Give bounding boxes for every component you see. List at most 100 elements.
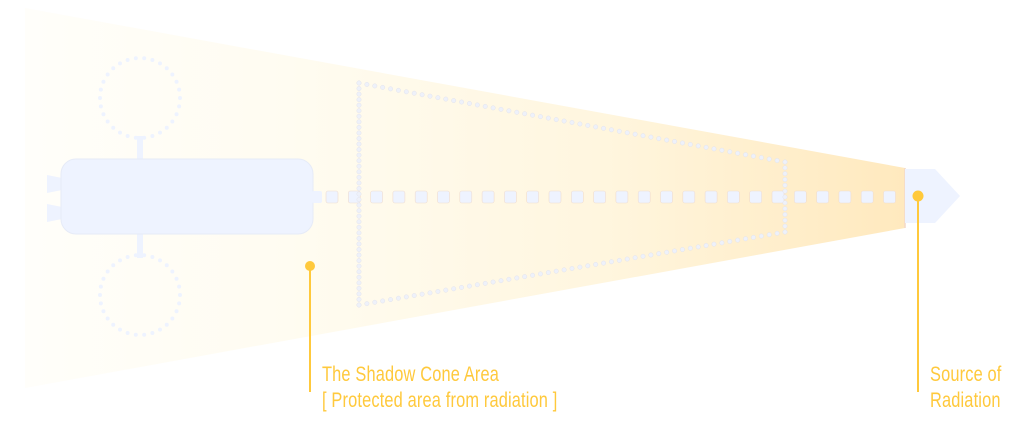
upper-radiator-strut bbox=[137, 136, 143, 161]
radiator-dot bbox=[98, 96, 102, 100]
radiator-dot bbox=[105, 119, 110, 124]
truss-square bbox=[570, 190, 584, 204]
shield-dot bbox=[782, 223, 788, 229]
truss-square bbox=[883, 190, 896, 204]
shield-dot bbox=[395, 295, 401, 301]
shield-dot bbox=[459, 99, 465, 105]
shield-dot bbox=[356, 252, 362, 258]
truss-square bbox=[548, 190, 562, 204]
radiator-dot bbox=[142, 56, 147, 61]
shield-dot bbox=[624, 256, 630, 262]
radiator-dot bbox=[150, 331, 155, 336]
shield-dot bbox=[569, 120, 575, 125]
shield-dot bbox=[506, 108, 512, 114]
shield-dot bbox=[490, 105, 496, 111]
shield-dot bbox=[766, 156, 772, 162]
shield-dot bbox=[356, 136, 362, 141]
truss-square bbox=[727, 190, 740, 204]
shield-dot bbox=[388, 86, 394, 92]
truss-square bbox=[615, 190, 629, 204]
radiator-dot bbox=[150, 57, 155, 62]
radiator-dot bbox=[164, 66, 169, 71]
radiation-source-title-line2: Radiation bbox=[930, 389, 1001, 412]
shield-dot bbox=[608, 127, 614, 133]
radiator-dot bbox=[118, 258, 122, 263]
shield-dot bbox=[782, 159, 788, 165]
shield-dot bbox=[774, 158, 780, 163]
shield-dot bbox=[427, 290, 433, 296]
shield-dot bbox=[530, 272, 536, 278]
shadow-cone-callout bbox=[305, 261, 315, 392]
radiator-dot bbox=[133, 135, 138, 140]
radiator-dot bbox=[170, 72, 175, 77]
radiator-dot bbox=[170, 316, 175, 321]
shield-dot bbox=[356, 158, 362, 164]
shield-dot bbox=[411, 293, 417, 298]
shield-dot bbox=[474, 102, 480, 108]
shield-dot bbox=[782, 165, 788, 171]
shield-dot bbox=[593, 124, 599, 130]
radiator-dot bbox=[105, 269, 110, 274]
shield-dot bbox=[356, 108, 362, 114]
truss-square bbox=[793, 190, 807, 204]
shield-dot bbox=[616, 257, 622, 263]
radiator-dot bbox=[177, 87, 182, 92]
shield-dot bbox=[530, 112, 536, 118]
radiator-dot bbox=[174, 79, 179, 84]
shield-dot bbox=[782, 177, 788, 182]
shield-dot bbox=[356, 285, 362, 291]
truss-square bbox=[637, 190, 651, 204]
shield-dot bbox=[782, 194, 788, 200]
shield-dot bbox=[782, 217, 788, 223]
radiator-dot bbox=[98, 87, 103, 92]
shield-dot bbox=[356, 191, 362, 197]
shield-dot bbox=[537, 271, 543, 277]
shield-dot bbox=[403, 89, 409, 95]
shield-dot bbox=[364, 82, 370, 87]
shield-dot bbox=[506, 276, 512, 282]
shield-dot bbox=[356, 258, 362, 264]
radiator-dot bbox=[158, 130, 162, 135]
shield-dot bbox=[585, 122, 591, 128]
shield-dot bbox=[380, 298, 386, 304]
shield-dot bbox=[364, 301, 370, 307]
shield-dot bbox=[569, 266, 575, 271]
radiator-dot bbox=[178, 293, 182, 297]
shield-dot bbox=[656, 251, 662, 257]
shield-dot bbox=[640, 253, 646, 259]
shield-dot bbox=[356, 169, 362, 175]
shield-dot bbox=[356, 197, 362, 203]
shield-dot bbox=[356, 224, 362, 230]
radiator-dot bbox=[98, 284, 103, 289]
shield-dot bbox=[703, 144, 709, 150]
shield-dot bbox=[782, 171, 788, 177]
radiator-dot bbox=[174, 276, 179, 281]
shield-dot bbox=[664, 137, 670, 143]
truss-square bbox=[704, 190, 718, 204]
shield-dot bbox=[356, 202, 362, 208]
shield-dot bbox=[356, 130, 362, 136]
shield-dot bbox=[490, 279, 496, 285]
shield-dot bbox=[356, 269, 362, 275]
shield-dot bbox=[388, 297, 394, 303]
lower-radiator-strut bbox=[137, 233, 143, 258]
radiator-dot bbox=[174, 309, 179, 314]
shield-dot bbox=[356, 219, 362, 225]
radiator-dot bbox=[118, 327, 122, 332]
shield-dot bbox=[750, 234, 756, 240]
shield-dot bbox=[719, 240, 725, 246]
shield-dot bbox=[356, 274, 362, 280]
shield-dot bbox=[514, 109, 520, 115]
radiator-dot bbox=[142, 332, 147, 337]
shield-dot bbox=[435, 95, 441, 101]
shield-dot bbox=[664, 249, 670, 255]
radiator-dot bbox=[133, 253, 138, 258]
shield-dot bbox=[561, 118, 567, 124]
shield-dot bbox=[356, 280, 362, 286]
shield-dot bbox=[451, 286, 457, 292]
shield-dot bbox=[356, 180, 362, 186]
shield-dot bbox=[727, 239, 733, 244]
shield-dot bbox=[482, 103, 488, 109]
shield-dot bbox=[372, 299, 378, 305]
shield-dot bbox=[758, 155, 764, 161]
